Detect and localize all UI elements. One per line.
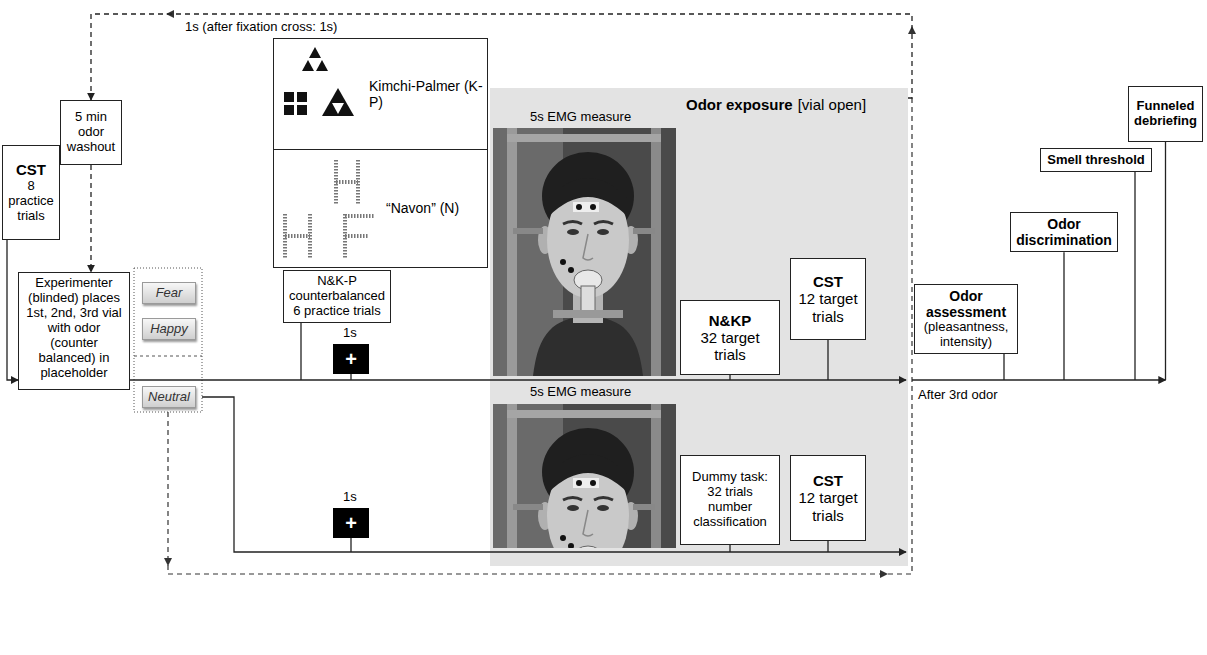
node-text: CST — [16, 161, 46, 178]
node-text: N&KP — [709, 312, 752, 329]
tick-line — [827, 340, 828, 380]
node-text: 32 target trials — [685, 329, 775, 364]
panel-heading: Odor exposure [vial open] — [686, 96, 866, 114]
photo-frame — [493, 128, 676, 376]
fixation-cross: + — [333, 508, 369, 538]
tick-line — [729, 375, 730, 380]
annotation-label: 1s (after fixation cross: 1s) — [185, 20, 337, 35]
navon-figures — [285, 160, 375, 258]
annotation-label: After 3rd odor — [918, 388, 998, 403]
photo-frame — [493, 404, 676, 548]
flow-arrow — [7, 240, 18, 380]
triangle-element — [316, 60, 328, 71]
node-text: Odor discrimination — [1015, 216, 1113, 248]
process-box: CST12 target trials — [790, 258, 866, 340]
node-text: [vial open] — [798, 96, 866, 113]
navon-letter — [336, 160, 358, 205]
participant-photo — [493, 404, 676, 548]
node-text: 12 target trials — [795, 290, 861, 325]
node-text: Experimenter (blinded) places 1st, 2nd, … — [23, 276, 125, 381]
node-text: CST — [813, 273, 843, 290]
node-text: Odor assessment — [919, 288, 1013, 320]
exposure-panel: Odor exposure [vial open] N&KP32 target tr… — [490, 88, 908, 566]
process-box: Odor assessment(pleasantness, intensity) — [914, 284, 1018, 354]
process-box: Smell threshold — [1040, 148, 1152, 172]
washout-loop — [168, 98, 912, 574]
timeline-line — [202, 397, 906, 552]
flow-arrow — [91, 14, 912, 100]
node-text: 8 practice trials — [7, 179, 55, 224]
tick-line — [1165, 142, 1166, 380]
process-box: Experimenter (blinded) places 1st, 2nd, … — [18, 272, 130, 390]
node-text: (pleasantness, intensity) — [919, 320, 1013, 350]
tick-line — [1063, 252, 1064, 380]
loop-arrow-head — [880, 570, 888, 578]
triangle-element — [302, 60, 314, 71]
vial-group-outline — [134, 268, 202, 412]
tick-line — [1003, 354, 1004, 380]
node-text: Smell threshold — [1047, 153, 1145, 168]
square-element — [284, 92, 294, 102]
timeline-line — [130, 379, 906, 380]
annotation-label: 1s — [343, 490, 357, 505]
tick-line — [350, 374, 351, 380]
process-box: 5 min odor washout — [60, 100, 122, 165]
node-text: CST — [813, 472, 843, 489]
process-box: Funneled debriefing — [1128, 86, 1203, 142]
node-text: N&K-P counterbalanced 6 practice trials — [288, 274, 386, 319]
process-box: Dummy task: 32 trials number classificat… — [680, 455, 780, 545]
tick-line — [1134, 172, 1135, 380]
loop-arrow-head — [164, 558, 172, 566]
square-element — [297, 92, 307, 102]
participant-photo — [493, 128, 676, 376]
process-box: N&K-P counterbalanced 6 practice trials — [283, 270, 391, 323]
tick-line — [827, 541, 828, 552]
navon-letter — [285, 214, 310, 258]
node-text: + — [345, 512, 357, 535]
emotion-vial-tile: Neutral — [142, 386, 196, 408]
node-text: Odor exposure — [686, 96, 793, 113]
annotation-label: 5s EMG measure — [530, 110, 631, 125]
kimchi-palmer-figures — [284, 47, 354, 116]
node-text: Dummy task: 32 trials number classificat… — [685, 470, 775, 530]
tick-line — [729, 545, 730, 552]
node-text: Funneled debriefing — [1133, 99, 1198, 129]
node-text: 5 min odor washout — [65, 110, 117, 155]
node-text: + — [345, 348, 357, 371]
node-text: Fear — [156, 286, 183, 301]
square-element — [297, 105, 307, 115]
square-element — [284, 105, 294, 115]
node-text: 12 target trials — [795, 489, 861, 524]
emotion-vial-tile: Fear — [142, 282, 196, 304]
tick-line — [300, 323, 301, 380]
flow-arrow — [90, 165, 91, 272]
tick-line — [350, 538, 351, 552]
node-text: Neutral — [148, 390, 190, 405]
triangle-element — [309, 47, 321, 58]
process-box: CST12 target trials — [790, 455, 866, 541]
timeline-line — [912, 379, 1166, 380]
node-text: Kimchi-Palmer (K-P) — [369, 78, 483, 110]
annotation-label: 1s — [343, 326, 357, 341]
navon-letter — [345, 214, 375, 258]
triangle-element — [322, 88, 354, 116]
process-box: CST8 practice trials — [2, 145, 60, 240]
process-box: Odor discrimination — [1010, 212, 1118, 252]
fixation-cross: + — [333, 344, 369, 374]
vial-divider — [134, 356, 202, 357]
triangle-gap — [332, 103, 344, 114]
annotation-label: 5s EMG measure — [530, 385, 631, 400]
process-box: N&KP32 target trials — [680, 300, 780, 375]
stimulus-panel: Kimchi-Palmer (K-P) — [273, 38, 488, 150]
node-text: “Navon” (N) — [386, 200, 459, 216]
node-text: Happy — [150, 322, 188, 337]
stimulus-panel: “Navon” (N) — [273, 150, 488, 268]
emotion-vial-tile: Happy — [142, 318, 196, 340]
